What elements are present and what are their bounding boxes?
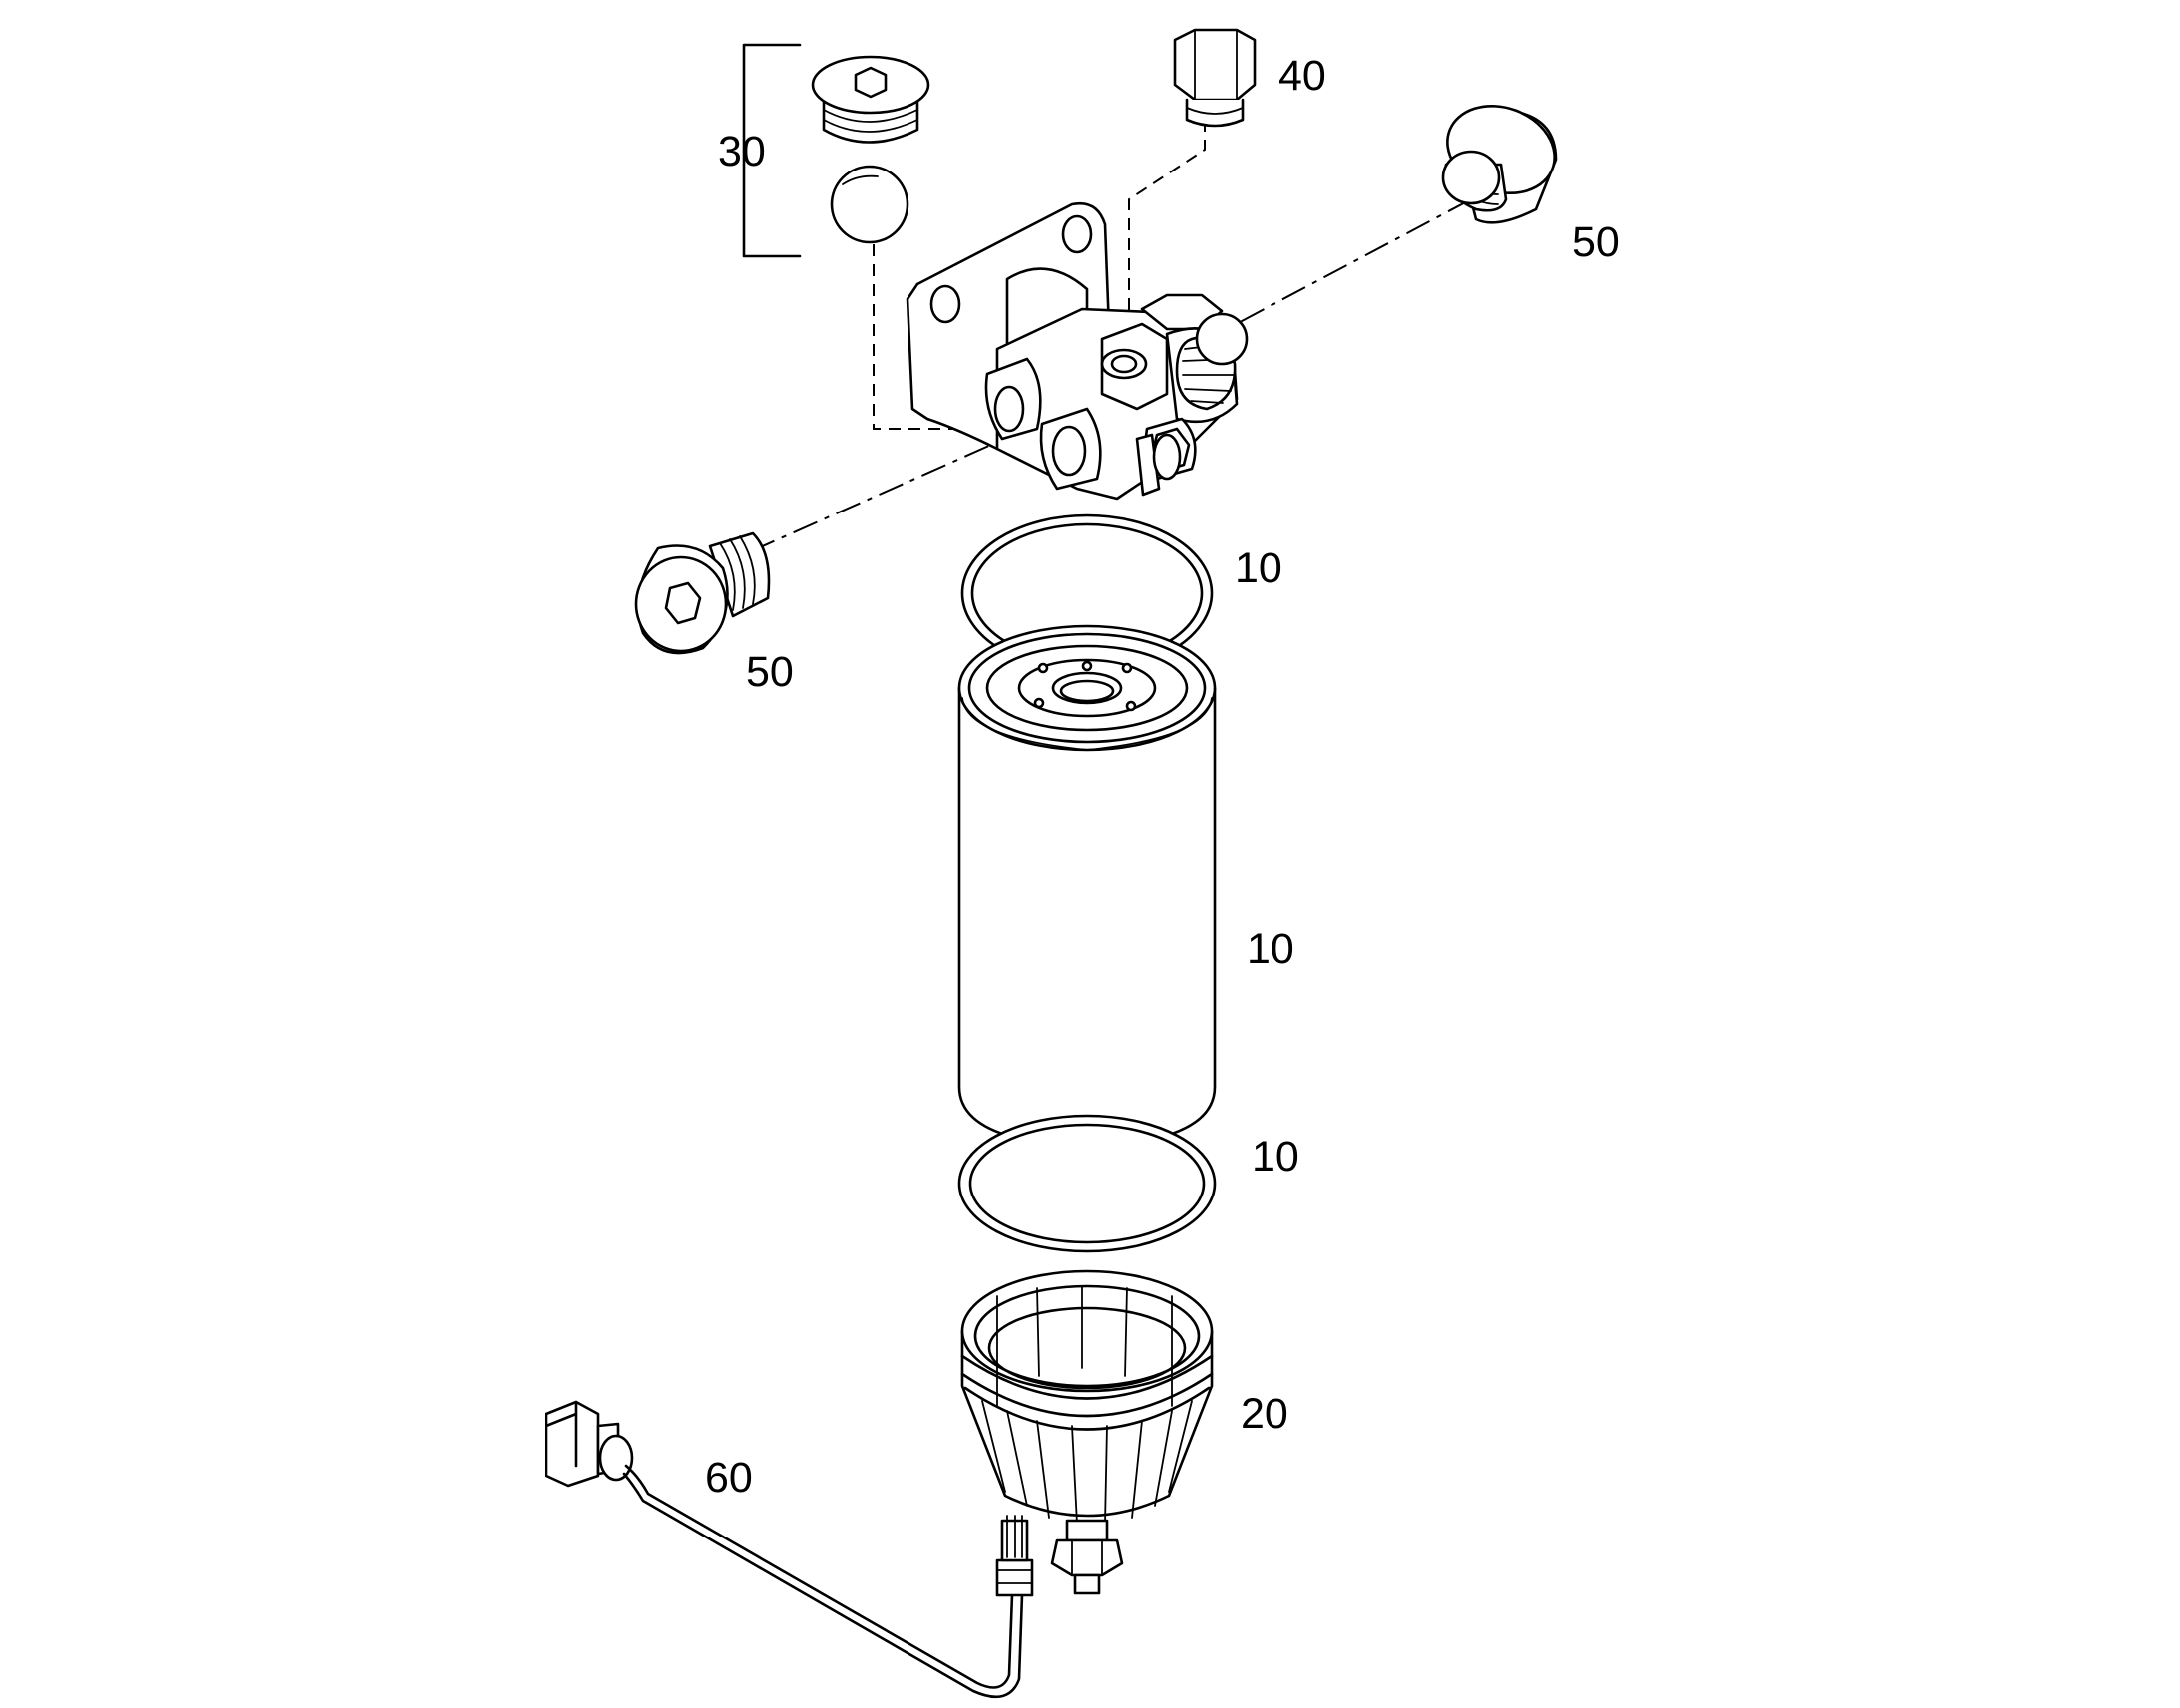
plug-50-right [1441, 104, 1558, 224]
callout-50-left: 50 [746, 648, 794, 696]
seal-ring-top-10 [960, 513, 1214, 673]
separator-bowl-20 [960, 1269, 1214, 1595]
sealing-ball [830, 165, 909, 244]
plug-set-30 [742, 43, 930, 258]
seal-ring-bottom-10 [957, 1114, 1217, 1253]
bracket-30 [742, 43, 802, 258]
callout-10-seal-bottom: 10 [1252, 1133, 1299, 1181]
callout-labels: 30 40 50 50 10 10 10 20 60 [705, 52, 1620, 1502]
filter-head [906, 201, 1249, 501]
callout-10-cartridge: 10 [1247, 925, 1294, 973]
callout-10-seal-top: 10 [1235, 544, 1282, 592]
callout-20: 20 [1241, 1390, 1288, 1438]
callout-60: 60 [705, 1454, 753, 1502]
callout-30: 30 [718, 128, 766, 175]
hex-socket-plug-30 [811, 55, 930, 144]
callout-50-right: 50 [1572, 218, 1620, 266]
sensor-cable-60 [545, 1400, 1034, 1699]
filter-cartridge-10 [957, 624, 1217, 1149]
callout-40: 40 [1278, 52, 1326, 100]
plug-50-left [634, 531, 771, 655]
hex-plug-40 [1173, 28, 1257, 128]
